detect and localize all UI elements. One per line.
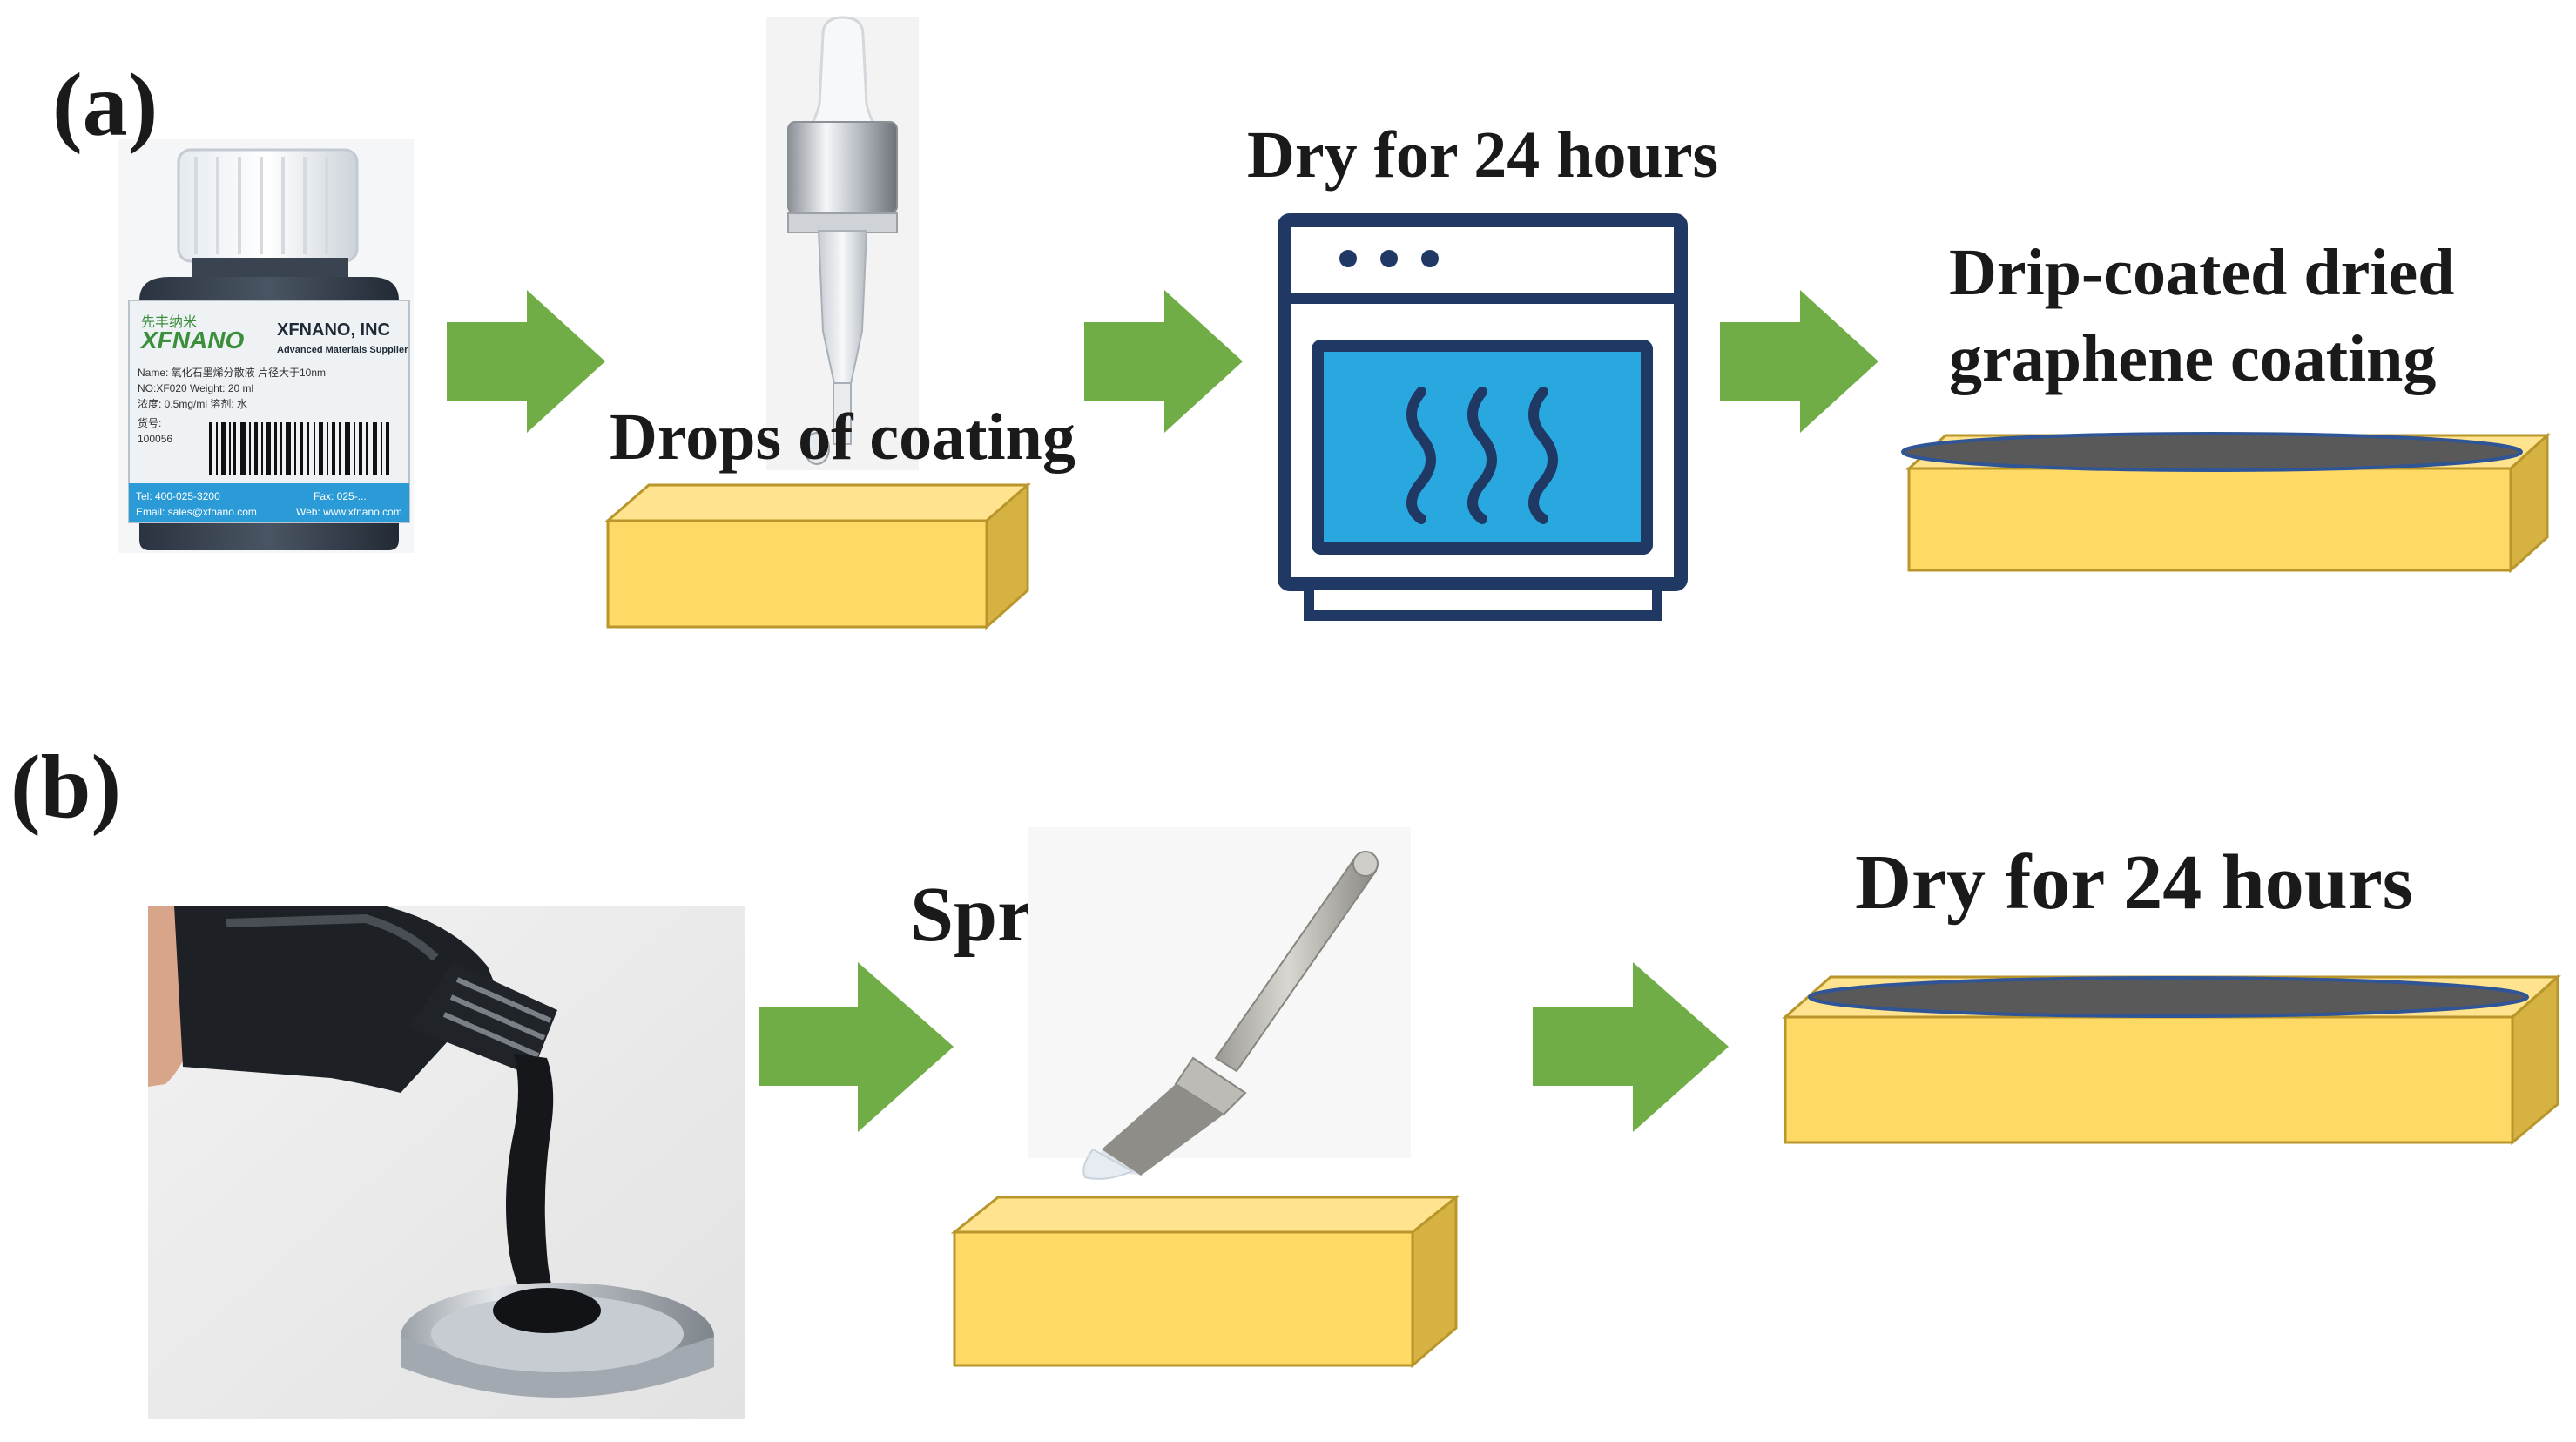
bottle-line3: 浓度: 0.5mg/ml 溶剂: 水 (138, 397, 247, 410)
bottle-tel: Tel: 400-025-3200 (136, 490, 220, 502)
coated-block-a3 (1901, 432, 2551, 574)
step-b2-label: Dry for 24 hours (1855, 839, 2413, 926)
bottle-fax: Fax: 025-... (314, 490, 367, 502)
bottle-company: XFNANO, INC (277, 320, 390, 340)
substrate-block-b1 (950, 1194, 1460, 1369)
oven-icon (1278, 213, 1688, 621)
dropper-photo (766, 16, 919, 470)
bottle-web: Web: www.xfnano.com (296, 506, 402, 518)
bottle-line2: NO:XF020 Weight: 20 ml (138, 382, 253, 394)
step-a3-label-line1: Drip-coated dried (1949, 236, 2454, 309)
step-a2-label: Dry for 24 hours (1247, 118, 1718, 192)
arrow-a3 (1720, 290, 1878, 433)
arrow-b1 (759, 962, 954, 1132)
step-a1-label: Drops of coating (610, 401, 1076, 474)
spray-brush-icon (1028, 827, 1411, 1180)
barcode (209, 422, 389, 475)
arrow-b2 (1533, 962, 1729, 1132)
heat-waves-icon (1406, 387, 1558, 524)
substrate-block-a1 (604, 482, 1032, 630)
bottle-subtitle: Advanced Materials Supplier (277, 345, 408, 355)
graphene-coating (1808, 976, 2529, 1018)
arrow-a1 (447, 290, 605, 433)
pouring-stream (506, 1054, 557, 1306)
bottle-brand-cn: 先丰纳米 (141, 314, 197, 330)
bottle-neck (409, 962, 557, 1075)
graphene-coating (1901, 432, 2523, 472)
coating-drop (804, 432, 830, 465)
arrow-a2 (1084, 290, 1243, 433)
pouring-bottle-photo (148, 906, 745, 1419)
panel-label-b: (b) (10, 737, 121, 837)
panel-label-a: (a) (52, 55, 158, 155)
bottle-brand: XFNANO (139, 327, 244, 354)
bottle-email: Email: sales@xfnano.com (136, 506, 257, 518)
bottle-line5: 100056 (138, 433, 172, 445)
poured-liquid (493, 1288, 601, 1333)
bottle-line1: Name: 氧化石墨烯分散液 片径大于10nm (138, 366, 326, 379)
bottle-line4: 货号: (138, 416, 161, 429)
step-a3-label-line2: graphene coating (1949, 322, 2436, 395)
graphene-bottle-photo: 先丰纳米 XFNANO XFNANO, INC Advanced Materia… (118, 139, 414, 553)
coated-block-b2 (1782, 974, 2561, 1146)
